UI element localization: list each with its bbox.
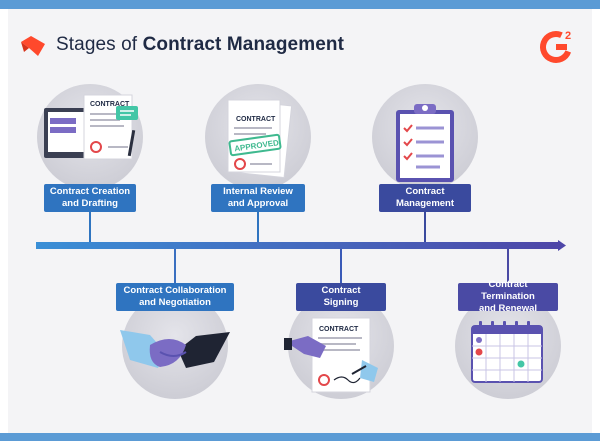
doc-heading-2: CONTRACT bbox=[236, 116, 276, 123]
stage-5-line2: Signing bbox=[323, 297, 359, 308]
g2-logo-icon: 2 bbox=[540, 30, 572, 63]
illustration-renewal bbox=[455, 293, 561, 399]
stage-2-line2: and Approval bbox=[227, 198, 289, 209]
stage-5-line1: Contract bbox=[321, 285, 361, 296]
stage-3-line2: Management bbox=[395, 198, 455, 209]
title-prefix: Stages of bbox=[56, 34, 143, 55]
stage-6-line1: Contract Termination bbox=[481, 279, 535, 302]
illustration-creation: CONTRACT bbox=[37, 84, 143, 190]
illustration-review: CONTRACT APPROVED bbox=[205, 84, 311, 190]
stage-3-line1: Contract bbox=[405, 186, 445, 197]
stage-4-line1: Contract Collaboration bbox=[123, 285, 227, 296]
title-bold: Contract Management bbox=[142, 34, 344, 55]
stage-1-line2: and Drafting bbox=[62, 198, 118, 209]
doc-heading-1: CONTRACT bbox=[90, 101, 130, 108]
g2-sup: 2 bbox=[565, 30, 571, 42]
illustration-signing: CONTRACT bbox=[284, 293, 394, 399]
stage-6-line2: and Renewal bbox=[478, 303, 538, 314]
timeline-bar bbox=[36, 242, 558, 249]
stage-1-line1: Contract Creation bbox=[49, 186, 131, 197]
stage-2-line1: Internal Review bbox=[223, 186, 293, 197]
illustration-negotiation bbox=[120, 293, 230, 399]
illustration-management bbox=[372, 84, 478, 190]
timeline-arrowhead bbox=[558, 240, 566, 251]
page-title: Stages of Contract Management bbox=[56, 34, 344, 56]
doc-heading-3: CONTRACT bbox=[319, 326, 359, 333]
top-border bbox=[0, 0, 600, 9]
bottom-border bbox=[0, 433, 600, 441]
stage-4-line2: and Negotiation bbox=[139, 297, 211, 308]
brand-logo-icon bbox=[21, 36, 45, 56]
